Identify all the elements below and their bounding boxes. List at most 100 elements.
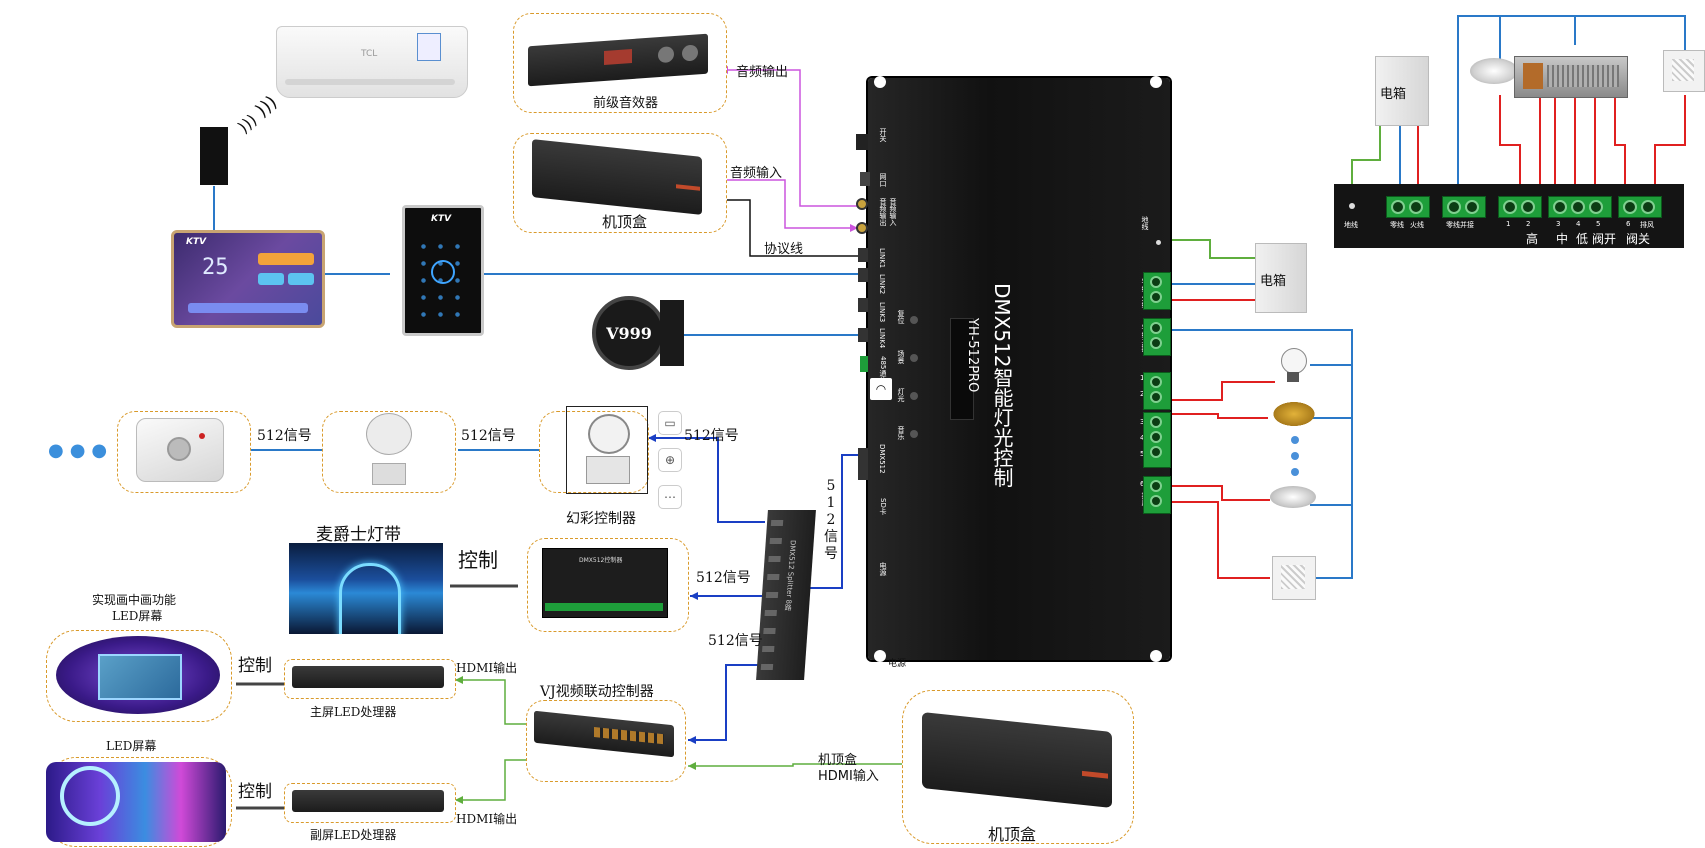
panel-btn[interactable] [188, 303, 308, 313]
mount-hole [874, 650, 886, 662]
rca-audio-out-jack[interactable] [856, 198, 868, 210]
panel-btn[interactable] [258, 253, 314, 265]
sign-text: V999 [606, 323, 652, 343]
downlight [1270, 486, 1316, 508]
vsig-char: 5 [826, 478, 836, 494]
speed-label-low: 低 [1576, 232, 1589, 246]
top-terminal-1-2[interactable] [1498, 196, 1542, 218]
vertical-signal-label: 5 1 2 信 号 [823, 478, 839, 563]
top-terminal-3-5[interactable] [1548, 196, 1612, 218]
dmx512-controller[interactable]: DMX512智能灯光控制 YH-512PRO 复位 场景 灯光 音乐 ◠ 开关 … [868, 76, 1170, 662]
speed-label-mid: 中 [1556, 232, 1569, 246]
more-icon[interactable]: ⋯ [658, 485, 682, 509]
preamp-knob[interactable] [658, 46, 674, 64]
signal-label-1: 512信号 [257, 428, 312, 444]
port-audio-out: 音频输出 [879, 198, 887, 226]
port-ch-4: 4 [1140, 434, 1144, 442]
mh-head [366, 413, 412, 455]
rca-audio-in-jack[interactable] [856, 222, 868, 234]
terminal-ch-6-exhaust[interactable] [1143, 476, 1171, 514]
button-music[interactable] [910, 430, 918, 438]
button-light[interactable] [910, 392, 918, 400]
panel2-brand: KTV [431, 214, 452, 224]
link4-port[interactable] [858, 328, 868, 342]
terminal-neutral-parallel[interactable] [1143, 318, 1171, 356]
image-icon[interactable]: ▭ [658, 411, 682, 435]
color-controller-label: 幻彩控制器 [566, 511, 636, 527]
audio-in-label: 音频输入 [730, 166, 783, 181]
controller-display [950, 318, 974, 420]
port-power-switch: 开关 [879, 128, 887, 142]
hdmi-out-label-2: HDMI输出 [456, 812, 518, 826]
panel-btn[interactable] [258, 273, 284, 285]
top-terminal-6-exhaust[interactable] [1618, 196, 1662, 218]
sign-bracket [660, 300, 684, 366]
cmh-base [586, 456, 630, 484]
port-ch-3: 3 [1140, 418, 1144, 426]
strip-label-ground: 地线 [1344, 221, 1358, 229]
controller-title: DMX512智能灯光控制 [990, 283, 1014, 488]
port-485: 485通信 [879, 356, 887, 384]
dmx512-port[interactable] [858, 448, 868, 480]
air-conditioner: TCL [276, 26, 468, 98]
strip-label-6: 6 [1626, 220, 1631, 228]
pip-title-2: LED屏幕 [112, 609, 163, 623]
port-power: 电源 [879, 562, 887, 576]
valve-close-label: 阀关 [1626, 232, 1651, 246]
led-screen [46, 762, 226, 842]
protocol-line-label: 协议线 [764, 242, 804, 257]
color-moving-head [580, 410, 634, 488]
stb-hdmi-label-1: 机顶盒 [818, 753, 858, 768]
top-terminal-neutral-parallel[interactable] [1442, 196, 1486, 218]
selected-frame[interactable] [566, 406, 648, 494]
ktv-wall-panel[interactable]: KTV [402, 205, 484, 336]
link3-port[interactable] [858, 298, 868, 312]
panel2-dots [415, 238, 467, 318]
ac-vent [285, 79, 455, 85]
vsig-char: 号 [824, 546, 838, 562]
terminal-ch-3-5[interactable] [1143, 412, 1171, 468]
strip-terminals [545, 603, 663, 611]
strip-label-4: 4 [1576, 220, 1581, 228]
port-link1: LINK1 [878, 248, 886, 269]
button-scene[interactable] [910, 354, 918, 362]
vsig-char: 1 [826, 495, 836, 511]
main-led-processor[interactable] [292, 666, 444, 688]
top-terminal-neutral-live[interactable] [1386, 196, 1430, 218]
mount-hole [874, 76, 886, 88]
video-control-label-1: 控制 [238, 656, 272, 676]
v999-sign: V999 [592, 296, 666, 370]
strip-controller[interactable]: DMX512控制器 [542, 548, 668, 618]
electric-box-mid: 电箱 [1255, 243, 1307, 313]
speed-label-high: 高 [1526, 232, 1539, 246]
strip-control-label: 控制 [458, 548, 498, 572]
panel-btn[interactable] [288, 273, 314, 285]
zoom-in-icon[interactable]: ⊕ [658, 448, 682, 472]
button-reset[interactable] [910, 316, 918, 324]
strip-label-3: 3 [1556, 220, 1561, 228]
pip-inner-screen [98, 654, 182, 700]
terminal-ch-1-2[interactable] [1143, 372, 1171, 410]
mh-base [372, 463, 406, 485]
electric-box-top: 电箱 [1375, 56, 1429, 126]
ktv-touch-panel[interactable]: KTV 25 [171, 230, 325, 328]
sub-led-processor[interactable] [292, 790, 444, 812]
link2-port[interactable] [858, 268, 868, 282]
strip-label-5: 5 [1596, 220, 1601, 228]
ac-energy-label [417, 33, 441, 61]
strip-signal-label: 512信号 [696, 570, 751, 586]
panel-brand: KTV [186, 237, 207, 247]
pip-title-1: 实现画中画功能 [92, 593, 177, 607]
ethernet-port[interactable] [860, 172, 870, 186]
led-title: LED屏幕 [106, 739, 157, 753]
video-control-label-2: 控制 [238, 782, 272, 802]
moving-head-light [362, 413, 414, 487]
link1-port[interactable] [858, 248, 868, 262]
projector-dot [199, 433, 205, 439]
power-switch[interactable] [856, 134, 868, 150]
stb-red-stripe [676, 184, 700, 191]
bulb-light [1278, 348, 1308, 384]
rs485-terminal[interactable] [860, 356, 868, 372]
terminal-neutral-live[interactable] [1143, 272, 1171, 310]
preamp-knob[interactable] [682, 44, 698, 62]
